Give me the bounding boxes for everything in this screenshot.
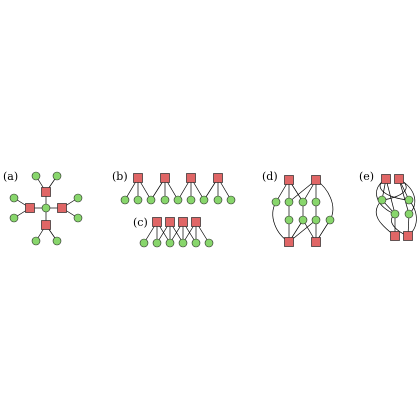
panel-label-e: (e) — [359, 170, 374, 183]
variable-node-b — [199, 195, 209, 205]
variable-node-d — [298, 215, 308, 225]
factor-node-d — [311, 237, 321, 247]
panel-label-d: (d) — [262, 170, 278, 183]
factor-node-b — [186, 173, 196, 183]
factor-node-c — [152, 217, 162, 227]
factor-node-a — [25, 203, 35, 213]
variable-node-d — [311, 197, 321, 207]
variable-node-a — [52, 236, 62, 246]
variable-node-c — [165, 238, 175, 248]
variable-node-b — [160, 195, 170, 205]
variable-node-e — [390, 209, 400, 219]
edge-e — [398, 178, 410, 215]
variable-node-b — [226, 195, 236, 205]
variable-node-c — [178, 238, 188, 248]
variable-node-b — [120, 195, 130, 205]
variable-node-a — [9, 193, 19, 203]
variable-node-d — [298, 197, 308, 207]
variable-node-e — [377, 195, 387, 205]
variable-node-a — [31, 171, 41, 181]
panel-label-b: (b) — [112, 170, 128, 183]
variable-node-b — [186, 195, 196, 205]
factor-node-c — [191, 217, 201, 227]
variable-node-d — [284, 215, 294, 225]
factor-node-e — [403, 231, 413, 241]
variable-node-d — [284, 197, 294, 207]
variable-node-a — [9, 213, 19, 223]
variable-node-c — [139, 238, 149, 248]
variable-node-a — [31, 236, 41, 246]
panel-label-a: (a) — [3, 170, 18, 183]
variable-node-b — [146, 195, 156, 205]
variable-node-e — [404, 195, 414, 205]
factor-node-c — [178, 217, 188, 227]
factor-node-a — [57, 203, 67, 213]
factor-node-e — [394, 174, 404, 184]
variable-node-b — [213, 195, 223, 205]
edge-e — [385, 178, 396, 215]
factor-node-d — [311, 175, 321, 185]
variable-node-a — [73, 193, 83, 203]
variable-node-a-center — [41, 203, 51, 213]
variable-node-b — [133, 195, 143, 205]
factor-node-e — [390, 231, 400, 241]
variable-node-e — [404, 209, 414, 219]
factor-node-d — [284, 175, 294, 185]
factor-node-b — [160, 173, 170, 183]
factor-node-a — [41, 220, 51, 230]
variable-node-a — [73, 213, 83, 223]
variable-node-b — [173, 195, 183, 205]
factor-node-c — [165, 217, 175, 227]
factor-node-b — [133, 173, 143, 183]
factor-node-d — [284, 237, 294, 247]
factor-node-e — [381, 174, 391, 184]
variable-node-c — [191, 238, 201, 248]
variable-node-d — [271, 197, 281, 207]
panel-label-c: (c) — [133, 216, 148, 229]
variable-node-c — [204, 238, 214, 248]
factor-node-a — [41, 187, 51, 197]
variable-node-a — [52, 171, 62, 181]
variable-node-d — [325, 215, 335, 225]
variable-node-d — [311, 215, 321, 225]
factor-node-b — [213, 173, 223, 183]
nodes-layer — [9, 171, 414, 248]
edges-layer — [13, 175, 417, 244]
variable-node-c — [152, 238, 162, 248]
